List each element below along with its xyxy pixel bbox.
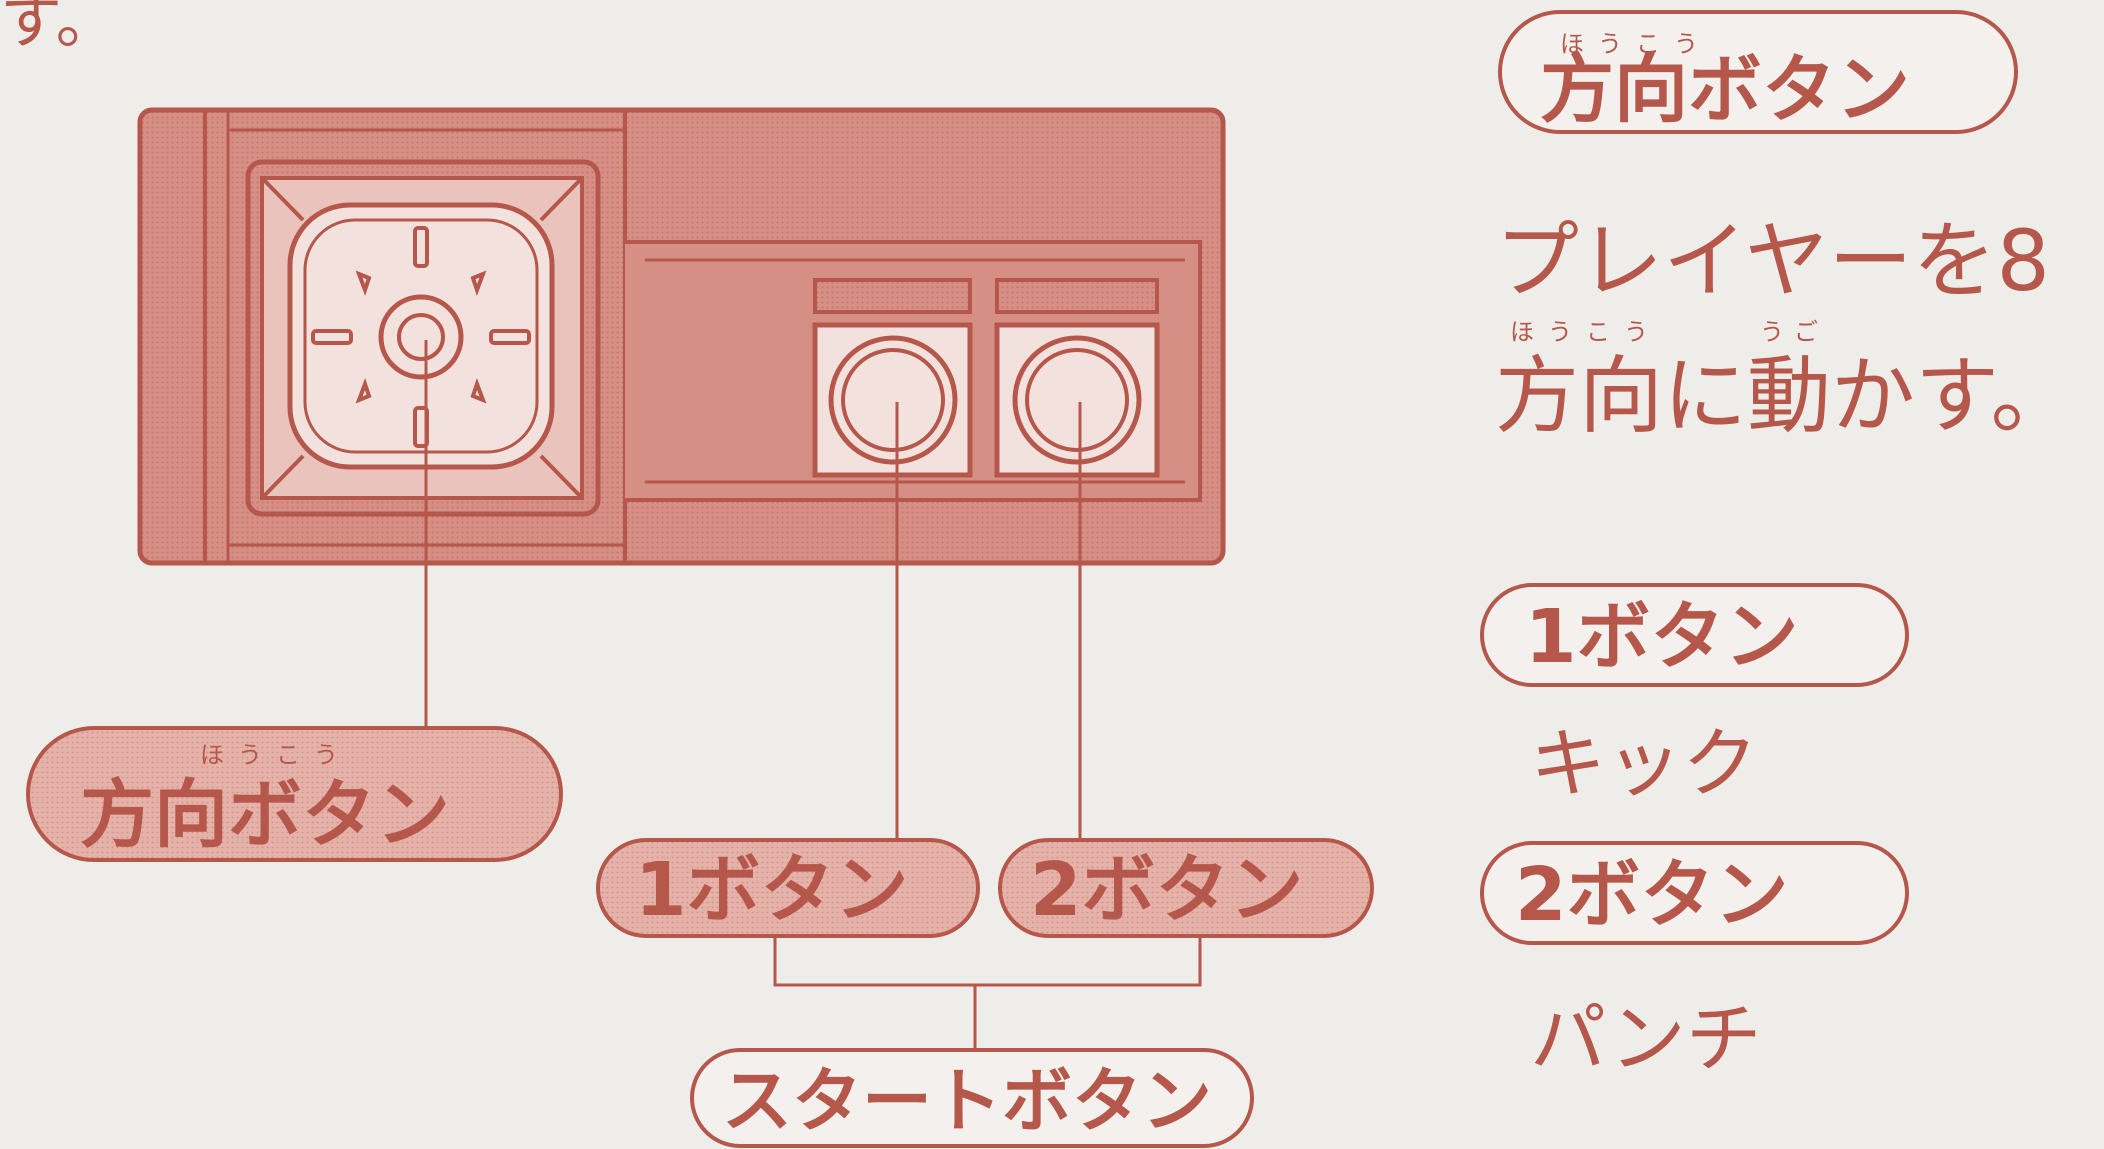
legend-dpad-line1: プレイヤーを8 bbox=[1495, 212, 2050, 310]
button-1 bbox=[812, 278, 973, 478]
callout-button-2-label: 2ボタン bbox=[1030, 847, 1304, 933]
legend-button-1-heading: 1ボタン bbox=[1525, 594, 1799, 680]
callout-dpad-label: 方向ボタン bbox=[80, 772, 450, 858]
callout-button-1-label: 1ボタン bbox=[635, 847, 909, 933]
leader-lines bbox=[424, 340, 1202, 1050]
legend-button-2: 2ボタン パンチ bbox=[1480, 841, 1909, 1083]
legend-dpad-line2-ruby-a: ほうこう bbox=[1510, 318, 1662, 346]
callout-button-1: 1ボタン bbox=[596, 838, 980, 938]
button-2 bbox=[994, 278, 1160, 478]
legend-dpad: ほうこう 方向ボタン プレイヤーを8 ほうこう うご 方向に動かす。 bbox=[1495, 10, 2075, 445]
legend-button-1: 1ボタン キック bbox=[1480, 583, 1909, 808]
top-fragment-text: す。 bbox=[0, 0, 118, 57]
legend-dpad-line2-ruby-b: うご bbox=[1760, 318, 1828, 346]
callout-button-2: 2ボタン bbox=[998, 838, 1374, 938]
legend-button-2-description: パンチ bbox=[1530, 994, 1762, 1083]
legend-button-2-heading: 2ボタン bbox=[1515, 852, 1789, 938]
callout-start-label: スタートボタン bbox=[722, 1060, 1212, 1142]
legend-dpad-heading: 方向ボタン bbox=[1540, 47, 1910, 133]
legend-dpad-line2: 方向に動かす。 bbox=[1495, 347, 2075, 445]
callout-dpad-ruby: ほうこう bbox=[200, 741, 352, 769]
legend-dpad-ruby: ほうこう bbox=[1560, 30, 1712, 58]
legend-button-1-description: キック bbox=[1530, 719, 1758, 808]
callout-start: スタートボタン bbox=[690, 1048, 1254, 1148]
callout-dpad: ほうこう 方向ボタン bbox=[26, 726, 563, 862]
dpad bbox=[245, 159, 601, 517]
